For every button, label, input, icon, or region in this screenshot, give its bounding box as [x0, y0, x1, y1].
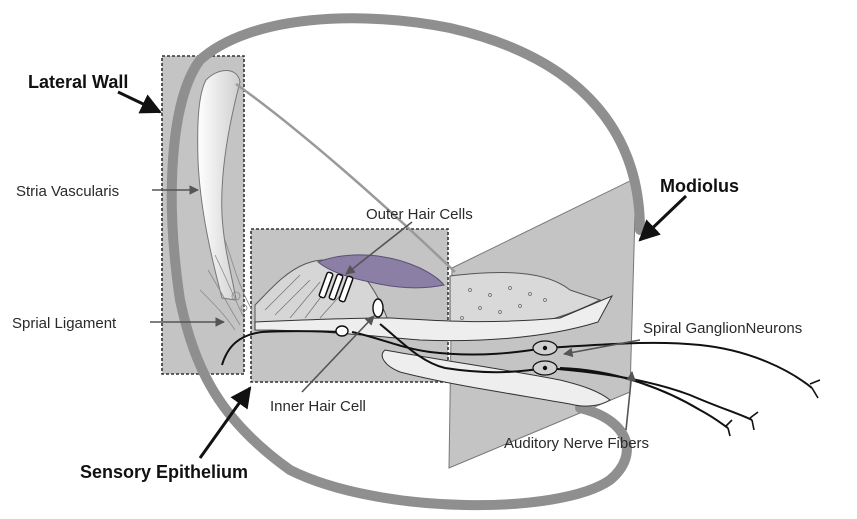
label-modiolus: Modiolus	[660, 176, 739, 196]
label-inner-hair-cell: Inner Hair Cell	[270, 398, 366, 415]
label-stria-vascularis: Stria Vascularis	[16, 183, 119, 200]
inner-hair-cell	[373, 299, 383, 317]
label-auditory-nerve-fibers: Auditory Nerve Fibers	[504, 435, 649, 452]
ganglion-nucleus	[543, 346, 547, 350]
nerve-terminal-branches	[726, 380, 820, 436]
modiolus-arrow	[640, 196, 686, 240]
label-sensory-epithelium: Sensory Epithelium	[80, 462, 248, 482]
lateral-wall-arrow	[118, 92, 160, 112]
label-outer-hair-cells: Outer Hair Cells	[366, 206, 473, 223]
label-lateral-wall: Lateral Wall	[28, 72, 128, 92]
label-spiral-ganglion-neurons: Spiral GanglionNeurons	[643, 320, 802, 337]
habenula-node	[336, 326, 348, 336]
label-sprial-ligament: Sprial Ligament	[12, 315, 117, 332]
ganglion-nucleus	[543, 366, 547, 370]
